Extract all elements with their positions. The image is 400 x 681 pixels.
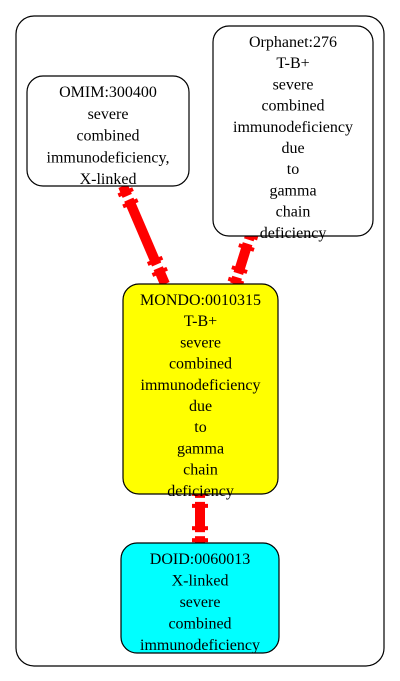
node-label-line: to <box>194 419 206 436</box>
node-label-line: due <box>189 398 212 415</box>
node-label-line: gamma <box>177 440 224 457</box>
node-label-line: due <box>281 140 304 157</box>
node-label-line: combined <box>261 98 324 115</box>
edge-tee <box>238 243 255 252</box>
node-label-line: severe <box>180 334 221 351</box>
node-label-line: immunodeficiency <box>140 637 260 654</box>
edge-mondo-doid <box>192 491 208 543</box>
node-box <box>212 25 374 237</box>
edge-omim-mondo <box>117 184 170 286</box>
edge-tee <box>122 198 139 209</box>
node-label-line: deficiency <box>167 483 234 500</box>
node-box <box>26 75 190 187</box>
node-label-line: gamma <box>269 182 316 199</box>
node-label-line: T-B+ <box>184 313 217 330</box>
node-label-line: OMIM:300400 <box>59 84 157 101</box>
node-label-line: immunodeficiency <box>141 377 261 394</box>
node-label-line: combined <box>76 128 139 145</box>
node-label-line: chain <box>276 204 311 221</box>
edge-tee <box>146 255 164 266</box>
node-label-line: Orphanet:276 <box>249 34 337 51</box>
node-box <box>120 542 280 654</box>
node-label-line: X-linked <box>172 573 229 590</box>
node-label-line: X-linked <box>80 171 137 188</box>
node-label-line: combined <box>168 616 231 633</box>
edge-bar <box>118 184 170 286</box>
node-label-line: immunodeficiency <box>233 119 353 136</box>
node-label-line: T-B+ <box>276 55 309 72</box>
node-label-line: DOID:0060013 <box>150 551 250 568</box>
edge-tee <box>227 276 245 286</box>
edge-gap <box>121 193 135 202</box>
edge-tee <box>231 265 248 274</box>
node-label-line: severe <box>88 106 129 123</box>
node-label-line: deficiency <box>260 225 327 242</box>
node-label-line: severe <box>273 76 314 93</box>
node-label-line: combined <box>169 356 232 373</box>
edge-gap <box>231 271 245 280</box>
cluster-border <box>15 15 385 667</box>
nodes-layer: OMIM:300400 severe combined immunodeficienc… <box>26 25 374 654</box>
node-label-line: chain <box>183 462 218 479</box>
edge-tee <box>117 187 134 198</box>
node-label-line: MONDO:0010315 <box>140 292 261 309</box>
edge-gap <box>151 262 164 271</box>
node-label-line: immunodeficiency, <box>47 149 170 166</box>
node-box <box>122 283 279 495</box>
edge-tee <box>151 266 168 277</box>
node-label-line: severe <box>180 594 221 611</box>
edge-orphanet-mondo <box>227 231 259 286</box>
node-label-line: to <box>287 161 299 178</box>
edge-gap <box>241 238 255 246</box>
node-omim[interactable]: OMIM:300400 severe combined immunodeficienc… <box>26 75 190 188</box>
